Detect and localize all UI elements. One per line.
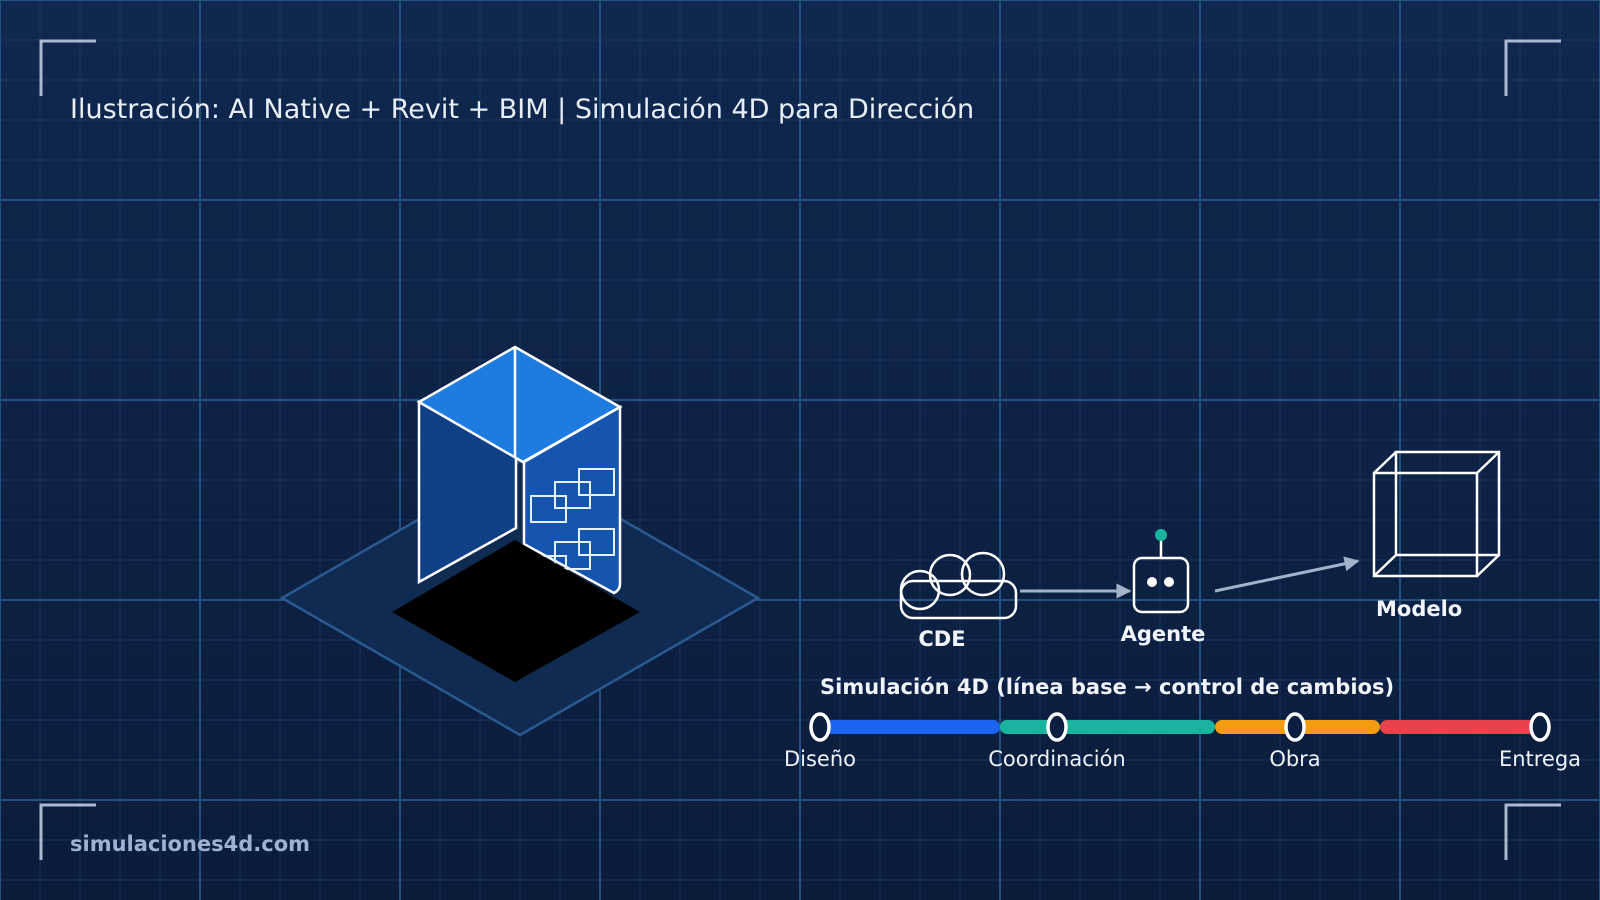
milestone-label: Coordinación bbox=[988, 747, 1126, 771]
robot-icon bbox=[1132, 529, 1190, 614]
corner-marks bbox=[39, 39, 1561, 860]
corner-mark-top-left bbox=[39, 39, 96, 96]
milestone-marker bbox=[1284, 712, 1306, 742]
milestone-label: Obra bbox=[1269, 747, 1320, 771]
node-label-cde: CDE bbox=[918, 627, 965, 651]
window bbox=[578, 468, 615, 496]
milestone-label: Entrega bbox=[1499, 747, 1581, 771]
corner-mark-bottom-right bbox=[1504, 803, 1561, 860]
building-shadow bbox=[392, 540, 640, 682]
flow-diagram: CDE Agente Modelo bbox=[899, 450, 1501, 651]
footer-domain: simulaciones4d.com bbox=[70, 832, 310, 856]
corner-mark-top-right bbox=[1504, 39, 1561, 96]
cloud-icon bbox=[899, 551, 1018, 620]
building-windows bbox=[530, 468, 615, 583]
window bbox=[578, 528, 615, 556]
milestone-marker bbox=[1529, 712, 1551, 742]
cube-icon bbox=[1372, 450, 1501, 578]
timeline-milestones: Diseño Coordinación Obra Entrega bbox=[784, 712, 1581, 771]
building-roof bbox=[416, 345, 623, 464]
building-right-face bbox=[522, 404, 622, 595]
milestone-marker bbox=[1046, 712, 1068, 742]
corner-mark-bottom-left bbox=[39, 803, 96, 860]
milestone-marker bbox=[809, 712, 831, 742]
milestone-label: Diseño bbox=[784, 747, 856, 771]
timeline-title: Simulación 4D (línea base → control de c… bbox=[820, 675, 1394, 699]
node-label-agent: Agente bbox=[1121, 622, 1206, 646]
page-title: Ilustración: AI Native + Revit + BIM | S… bbox=[70, 94, 974, 125]
arrow-agent-to-model bbox=[1214, 556, 1360, 593]
antenna-dot bbox=[1155, 529, 1167, 541]
node-label-model: Modelo bbox=[1376, 597, 1462, 621]
isometric-building-icon bbox=[279, 345, 761, 737]
